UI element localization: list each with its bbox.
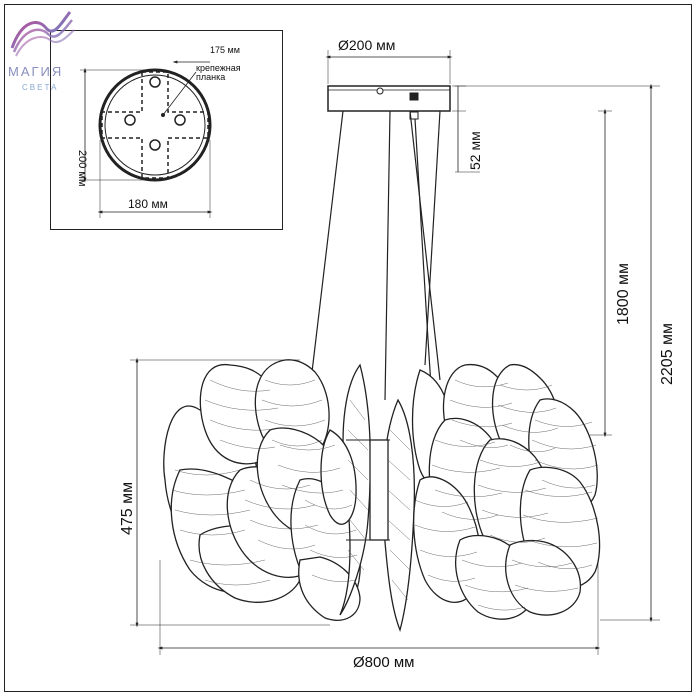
screw-hole-left bbox=[124, 114, 136, 126]
dim-cable-length bbox=[590, 108, 612, 438]
label-shade-diameter: Ø800 мм bbox=[353, 654, 415, 671]
brand-name: МАГИЯ bbox=[8, 64, 63, 79]
chandelier-petals bbox=[163, 359, 601, 633]
label-shade-height: 475 мм bbox=[119, 482, 136, 535]
mounting-plate-inset bbox=[50, 30, 283, 230]
petal-veins bbox=[171, 379, 599, 611]
mounting-plate-drawing bbox=[80, 60, 213, 218]
screw-hole-bottom bbox=[149, 139, 161, 151]
brand-logo: МАГИЯ СВЕТА bbox=[8, 11, 75, 92]
label-175: 175 мм bbox=[210, 45, 240, 55]
dim-canopy-diameter bbox=[325, 50, 453, 84]
dim-shade-height bbox=[130, 357, 330, 628]
centre-column bbox=[369, 439, 389, 541]
label-180: 180 мм bbox=[128, 197, 168, 211]
label-canopy-height: 52 мм bbox=[467, 131, 483, 170]
suspension-cables bbox=[311, 110, 441, 401]
brand-subname: СВЕТА bbox=[22, 83, 58, 92]
label-total-height: 2205 мм bbox=[659, 323, 676, 385]
label-plate-line2: планка bbox=[196, 72, 225, 82]
dim-total-height bbox=[455, 83, 660, 623]
label-cable-length: 1800 мм bbox=[615, 263, 632, 325]
dim-shade-diameter bbox=[157, 560, 601, 655]
drawing-frame bbox=[4, 4, 692, 692]
label-canopy-diameter: Ø200 мм bbox=[338, 37, 395, 53]
plate-inner-circle bbox=[104, 74, 206, 176]
screw-hole-top bbox=[149, 76, 161, 88]
screw-hole-right bbox=[174, 114, 186, 126]
leader-plate bbox=[162, 71, 197, 116]
label-200: 200 мм bbox=[76, 150, 88, 187]
ceiling-canopy bbox=[327, 85, 451, 120]
mounting-bracket-cross bbox=[101, 71, 209, 179]
plate-outer-circle bbox=[98, 68, 212, 182]
label-plate-line1: крепежная bbox=[196, 63, 241, 73]
